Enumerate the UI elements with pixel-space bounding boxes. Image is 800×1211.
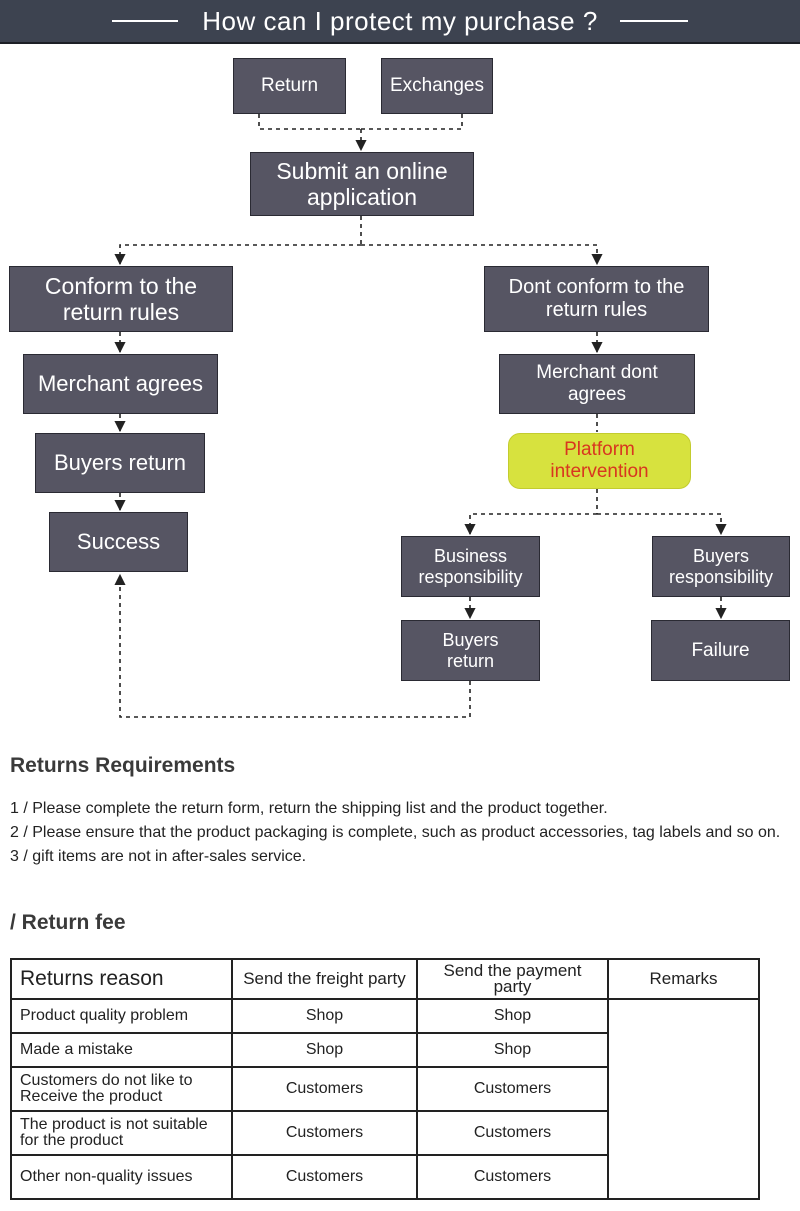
requirements-list: 1 / Please complete the return form, ret…	[10, 797, 790, 869]
page-header: How can I protect my purchase ?	[0, 0, 800, 44]
requirement-item: 2 / Please ensure that the product packa…	[10, 824, 781, 841]
merchant-agrees-box: Merchant agrees	[23, 354, 218, 414]
connector-to-conform	[114, 244, 361, 266]
requirements-title: Returns Requirements	[10, 754, 236, 777]
header-right-rule	[620, 20, 688, 22]
page-title: How can I protect my purchase ?	[202, 6, 598, 36]
connector-loop-to-success	[114, 573, 471, 718]
table-row: Product quality problem Shop Shop	[10, 998, 760, 1200]
table-row: Customers do not like to Receive the pro…	[10, 1066, 759, 1112]
business-responsibility-box: Business responsibility	[401, 536, 540, 597]
reason-cell: The product is not suitable for the prod…	[10, 1110, 233, 1156]
flow-connectors	[114, 114, 727, 718]
header-left-rule	[112, 20, 178, 22]
connector-exchanges	[361, 114, 463, 130]
table-row: The product is not suitable for the prod…	[10, 1110, 759, 1156]
connector-to-dont-conform	[361, 244, 603, 266]
reason-cell: Other non-quality issues	[10, 1154, 233, 1200]
table-row: Other non-quality issues Customers Custo…	[10, 1154, 759, 1200]
buyers-return-right-box: Buyers return	[401, 620, 540, 681]
merchant-dont-agrees-box: Merchant dont agrees	[499, 354, 695, 414]
reason-cell: Customers do not like to Receive the pro…	[10, 1066, 233, 1112]
reason-cell: Product quality problem	[10, 998, 233, 1034]
failure-box: Failure	[651, 620, 790, 681]
requirement-item: 3 / gift items are not in after-sales se…	[10, 848, 307, 865]
column-header: Send the payment party	[416, 958, 609, 1000]
freight-cell: Shop	[231, 998, 418, 1034]
column-header: Send the freight party	[231, 958, 418, 1000]
freight-cell: Shop	[231, 1032, 418, 1068]
submit-application-box: Submit an online application	[250, 152, 474, 216]
table-header-row: Returns reason Send the freight party Se…	[10, 958, 760, 1000]
column-header: Remarks	[607, 958, 760, 1000]
connector-to-business	[464, 513, 597, 536]
freight-cell: Customers	[231, 1110, 418, 1156]
remarks-cell	[607, 998, 760, 1200]
table-row: Made a mistake Shop Shop	[10, 1032, 759, 1068]
buyers-responsibility-box: Buyers responsibility	[652, 536, 790, 597]
payment-cell: Customers	[416, 1154, 609, 1200]
column-header: Returns reason	[10, 958, 233, 1000]
connector-to-buyers-resp	[597, 513, 727, 536]
reason-cell: Made a mistake	[10, 1032, 233, 1068]
return-box: Return	[233, 58, 346, 114]
conform-rules-box: Conform to the return rules	[9, 266, 233, 332]
return-fee-title: / Return fee	[10, 911, 126, 934]
payment-cell: Customers	[416, 1110, 609, 1156]
requirement-item: 1 / Please complete the return form, ret…	[10, 800, 608, 817]
payment-cell: Shop	[416, 998, 609, 1034]
connector-return	[258, 114, 361, 130]
dont-conform-rules-box: Dont conform to the return rules	[484, 266, 709, 332]
payment-cell: Shop	[416, 1032, 609, 1068]
payment-cell: Customers	[416, 1066, 609, 1112]
platform-intervention-box: Platform intervention	[508, 433, 691, 489]
freight-cell: Customers	[231, 1066, 418, 1112]
success-box: Success	[49, 512, 188, 572]
exchanges-box: Exchanges	[381, 58, 493, 114]
buyers-return-left-box: Buyers return	[35, 433, 205, 493]
freight-cell: Customers	[231, 1154, 418, 1200]
return-fee-table: Returns reason Send the freight party Se…	[10, 958, 760, 1200]
